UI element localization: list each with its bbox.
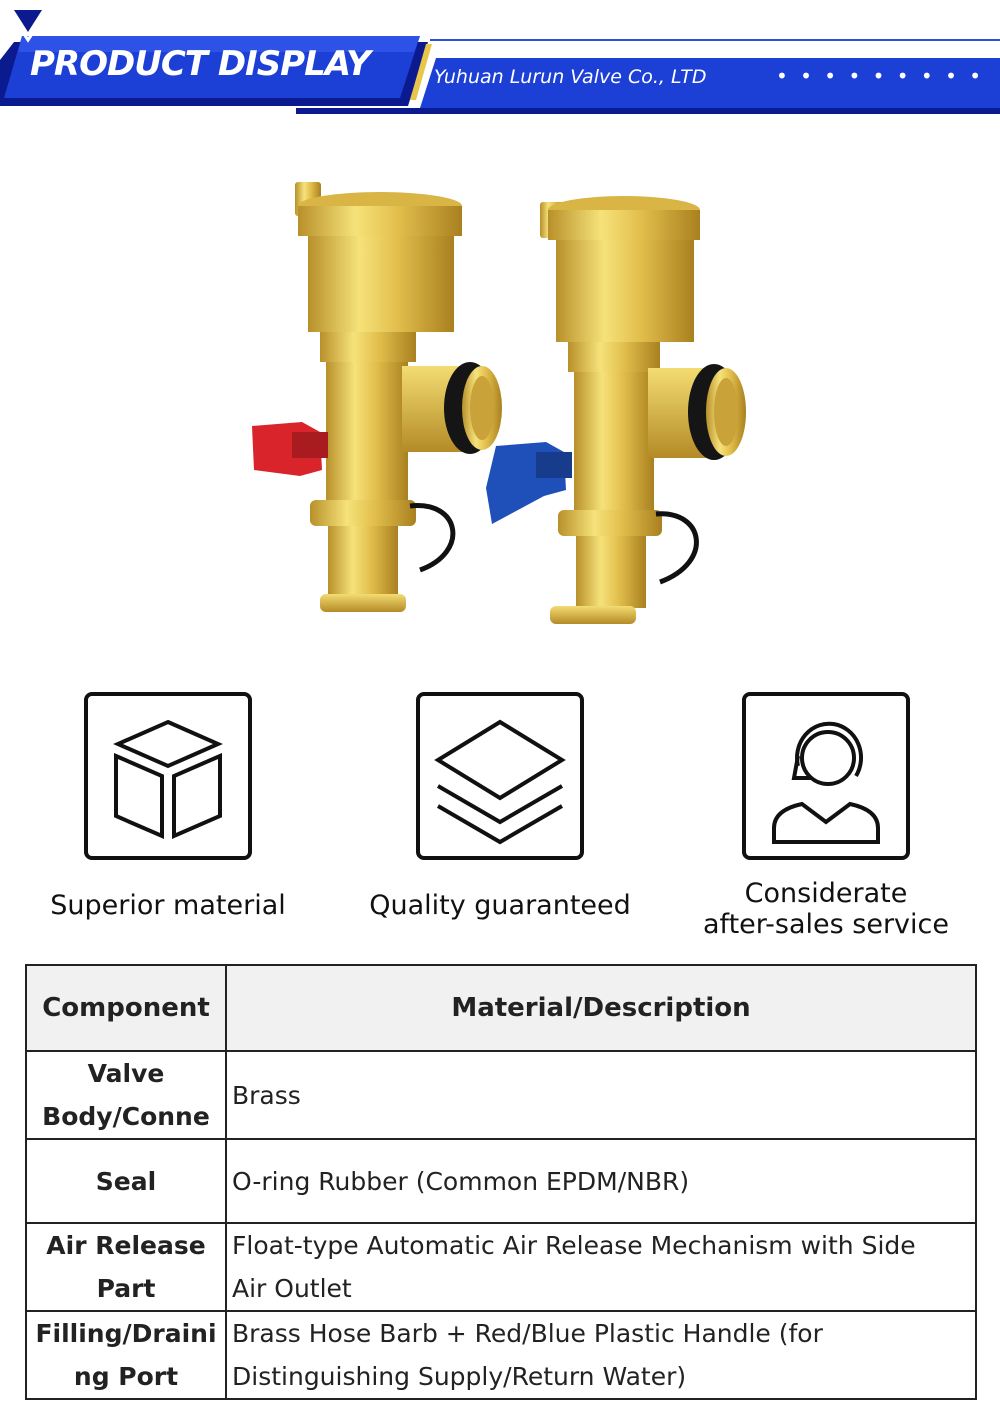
description-line1: Float-type Automatic Air Release Mechani…: [232, 1231, 916, 1260]
spec-table: Component Material/Description Valve Bod…: [25, 964, 977, 1400]
feature-label-line1: Considerate: [744, 878, 908, 909]
table-row: Air Release Part Float-type Automatic Ai…: [25, 1222, 977, 1312]
component-line2: ng Port: [73, 1362, 179, 1391]
column-header-component: Component: [25, 964, 227, 1052]
table-row: Valve Body/Conne Brass: [25, 1050, 977, 1140]
feature-icon-box: [416, 692, 584, 860]
feature-label-line2: after-sales service: [703, 909, 949, 940]
component-line1: Filling/Draini: [35, 1319, 217, 1348]
feature-label: Quality guaranteed: [369, 890, 631, 921]
component-line1: Air Release: [46, 1231, 206, 1260]
component-line1: Valve: [87, 1059, 165, 1088]
valve-left: [252, 182, 502, 612]
description-cell: Brass Hose Barb + Red/Blue Plastic Handl…: [225, 1310, 977, 1400]
description-line2: Distinguishing Supply/Return Water): [232, 1362, 687, 1391]
description-line1: Brass Hose Barb + Red/Blue Plastic Handl…: [232, 1319, 823, 1348]
feature-superior-material: Superior material: [8, 692, 328, 921]
feature-icon-box: [742, 692, 910, 860]
feature-quality-guaranteed: Quality guaranteed: [340, 692, 660, 921]
component-line2: Body/Conne: [42, 1102, 210, 1131]
component-cell: Filling/Draini ng Port: [25, 1310, 227, 1400]
feature-label: Considerate after-sales service: [666, 878, 986, 940]
company-name: Yuhuan Lurun Valve Co., LTD: [434, 66, 707, 88]
customer-service-icon: [772, 721, 880, 844]
component-cell: Air Release Part: [25, 1222, 227, 1312]
table-header-row: Component Material/Description: [25, 964, 977, 1052]
description-cell: Float-type Automatic Air Release Mechani…: [225, 1222, 977, 1312]
feature-icon-box: [84, 692, 252, 860]
table-row: Filling/Draini ng Port Brass Hose Barb +…: [25, 1310, 977, 1400]
cube-icon: [113, 719, 223, 840]
component-cell: Seal: [25, 1138, 227, 1224]
banner-background: [0, 36, 1000, 114]
component-cell: Valve Body/Conne: [25, 1050, 227, 1140]
valve-right: [486, 196, 746, 624]
table-row: Seal O-ring Rubber (Common EPDM/NBR): [25, 1138, 977, 1224]
brass-air-release-valve-pair: [252, 182, 746, 624]
layers-icon: [434, 719, 566, 845]
description-cell: O-ring Rubber (Common EPDM/NBR): [225, 1138, 977, 1224]
description-cell: Brass: [225, 1050, 977, 1140]
chevron-down-icon: [1, 2, 55, 43]
banner-title: PRODUCT DISPLAY: [30, 44, 371, 84]
feature-after-sales-service: Considerate after-sales service: [666, 692, 986, 940]
banner-dots: • • • • • • • • •: [776, 64, 985, 88]
component-line2: Part: [96, 1274, 156, 1303]
header-banner: PRODUCT DISPLAY Yuhuan Lurun Valve Co., …: [0, 0, 1000, 120]
column-header-material: Material/Description: [225, 964, 977, 1052]
feature-label: Superior material: [50, 890, 286, 921]
description-line2: Air Outlet: [232, 1274, 352, 1303]
